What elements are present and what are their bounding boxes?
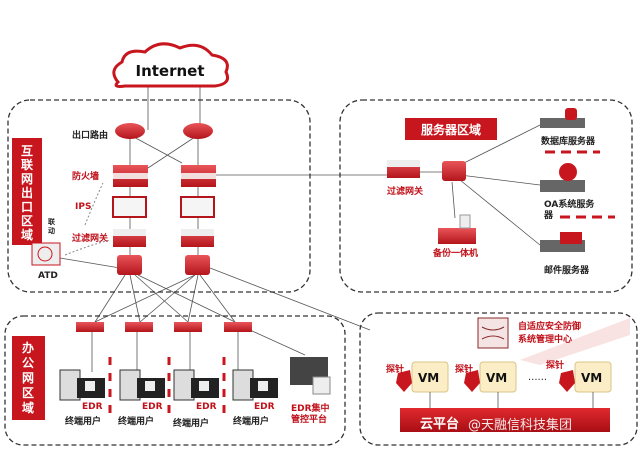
- svg-text:终端用户: 终端用户: [172, 417, 209, 429]
- edr-labels: EDR EDR EDR EDR: [82, 402, 275, 412]
- svg-text:终端用户: 终端用户: [117, 415, 154, 427]
- svg-text:系统管理中心: 系统管理中心: [518, 333, 572, 345]
- vm-labels: VM VM VM: [418, 371, 602, 385]
- shield-icon: [559, 370, 575, 392]
- server-zone-title-box: [405, 118, 497, 140]
- firewall-label: 防火墙: [72, 170, 99, 182]
- server-switch-icon: [442, 161, 466, 181]
- vm-boxes: [411, 361, 612, 408]
- db-server-label: 数据库服务器: [541, 135, 596, 147]
- atd-device-icon: [31, 242, 61, 266]
- ips-icon: [112, 196, 147, 218]
- svg-text:域: 域: [21, 227, 33, 242]
- svg-text:区: 区: [21, 214, 33, 228]
- svg-text:公: 公: [22, 356, 34, 370]
- shield-icon: [396, 370, 412, 392]
- svg-text:网: 网: [22, 371, 34, 385]
- terminal-separators: [108, 357, 226, 415]
- filter-gateway-icons: [113, 229, 214, 247]
- server-zone-title: 服务器区域: [421, 122, 481, 137]
- internet-exit-zone: [7, 99, 311, 293]
- svg-text:网: 网: [21, 172, 33, 186]
- oa-server-icon: [540, 180, 585, 192]
- svg-text:EDR: EDR: [254, 402, 275, 412]
- svg-text:办: 办: [22, 340, 34, 355]
- internet-label: Internet: [135, 62, 204, 80]
- backup-appliance-label: 备份一体机: [432, 247, 478, 259]
- cloud-zone: [359, 312, 638, 446]
- svg-text:VM: VM: [418, 371, 439, 385]
- server-filter-gateway-label: 过滤网关: [387, 185, 423, 197]
- svg-text:联: 联: [21, 158, 33, 172]
- more-vms-ellipsis: ......: [528, 372, 547, 383]
- svg-text:动: 动: [48, 226, 55, 235]
- terminal-pc-icons: [59, 369, 278, 401]
- svg-text:EDR: EDR: [142, 402, 163, 412]
- svg-text:终端用户: 终端用户: [232, 415, 269, 427]
- office-zone-title-box: [12, 336, 45, 420]
- svg-text:口: 口: [21, 200, 33, 214]
- terminal-user-labels: 终端用户 终端用户 终端用户 终端用户: [64, 415, 269, 429]
- office-zone-title: 办 公 网 区 域: [22, 340, 34, 415]
- atd-label: ATD: [38, 271, 58, 281]
- svg-text:终端用户: 终端用户: [64, 415, 101, 427]
- management-center-label: 自适应安全防御: [518, 320, 581, 332]
- ips-icon: [180, 196, 215, 218]
- svg-text:区: 区: [22, 386, 34, 400]
- linkage-label: 联: [48, 217, 56, 226]
- access-switch-icon: [224, 322, 252, 332]
- ips-icons: [112, 196, 215, 218]
- office-zone: [4, 315, 346, 446]
- internet-zone-title: 互 联 网 出 口 区 域: [21, 144, 33, 242]
- filter-gateway-label: 过滤网关: [72, 232, 108, 244]
- router-icon: [183, 123, 213, 139]
- svg-text:出: 出: [21, 185, 33, 200]
- edr-platform-label: EDR集中: [291, 402, 330, 414]
- network-links: [59, 85, 541, 372]
- server-separators: [545, 150, 615, 219]
- oa-server-label: OA系统服务: [544, 198, 595, 210]
- db-server-icon: [540, 118, 585, 128]
- probe-labels: 探针 探针 探针: [386, 359, 564, 375]
- ips-label: IPS: [75, 202, 91, 212]
- svg-text:VM: VM: [581, 371, 602, 385]
- core-switch-icon: [185, 255, 210, 275]
- svg-text:探针: 探针: [386, 363, 404, 375]
- internet-zone-title-box: [12, 138, 42, 245]
- probe-shield-icons: [396, 370, 575, 392]
- watermark: @天融信科技集团: [468, 417, 572, 433]
- svg-text:器: 器: [543, 210, 554, 221]
- cloud-platform-bar: [400, 408, 610, 432]
- router-icon: [115, 123, 145, 139]
- router-label: 出口路由: [72, 129, 108, 141]
- backup-appliance-icon: [438, 228, 476, 244]
- svg-text:EDR: EDR: [82, 402, 103, 412]
- cloud-platform-label: 云平台: [420, 416, 459, 432]
- svg-text:域: 域: [22, 400, 34, 415]
- decorative-swoosh: [520, 318, 630, 365]
- server-zone: [339, 99, 633, 293]
- access-switch-icon: [125, 322, 153, 332]
- internet-cloud: Internet: [112, 42, 230, 88]
- access-switch-icons: [76, 322, 252, 332]
- svg-text:探针: 探针: [546, 359, 564, 371]
- core-switch-icon: [117, 255, 142, 275]
- svg-text:管控平台: 管控平台: [291, 413, 327, 425]
- svg-text:EDR: EDR: [196, 402, 217, 412]
- svg-text:VM: VM: [486, 371, 507, 385]
- firewall-icons: [113, 165, 216, 187]
- access-switch-icon: [174, 322, 202, 332]
- mail-server-label: 邮件服务器: [544, 264, 590, 276]
- access-switch-icon: [76, 322, 104, 332]
- core-switch-icons: [117, 255, 210, 275]
- svg-text:探针: 探针: [455, 363, 473, 375]
- shield-icon: [464, 370, 480, 392]
- management-center-icon: [477, 317, 509, 349]
- router-icons: [115, 123, 213, 139]
- svg-text:互: 互: [21, 144, 33, 158]
